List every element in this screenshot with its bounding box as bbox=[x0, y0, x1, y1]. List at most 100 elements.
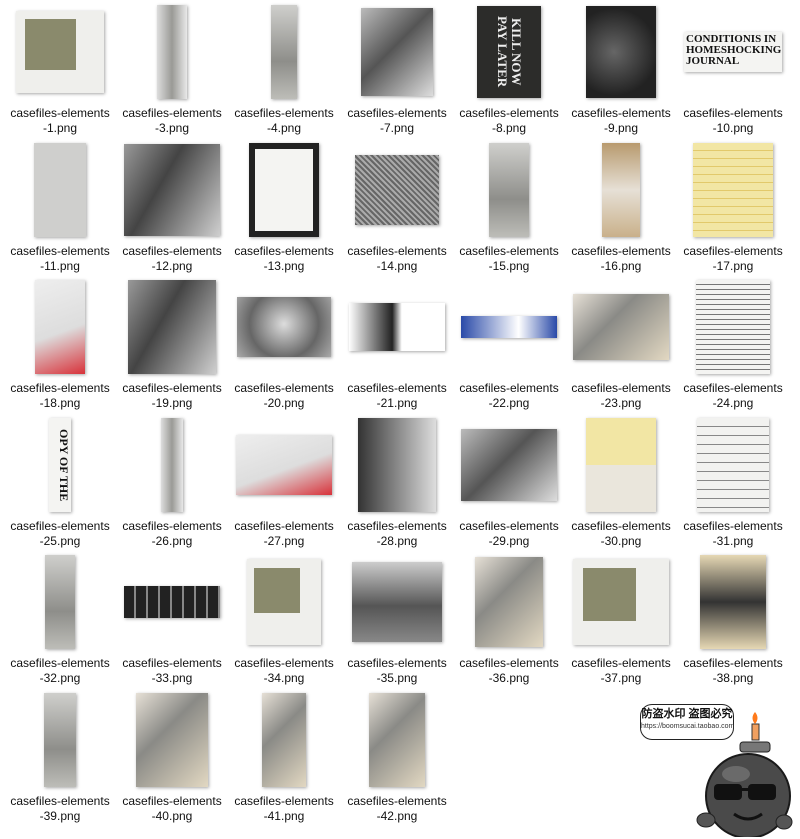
file-name-base: casefiles-elements bbox=[10, 794, 110, 808]
file-item[interactable]: casefiles-elements-33.png bbox=[116, 552, 228, 689]
file-item[interactable]: casefiles-elements-29.png bbox=[453, 415, 565, 552]
file-name-base: casefiles-elements bbox=[234, 381, 334, 395]
image-thumbnail bbox=[124, 586, 220, 618]
file-name-base: casefiles-elements bbox=[347, 244, 447, 258]
file-item[interactable]: casefiles-elements-13.png bbox=[228, 140, 340, 277]
file-item[interactable]: casefiles-elements-37.png bbox=[565, 552, 677, 689]
file-name-suffix: -33.png bbox=[151, 671, 193, 685]
file-item[interactable]: casefiles-elements-7.png bbox=[341, 2, 453, 139]
file-name-suffix: -37.png bbox=[600, 671, 642, 685]
file-name-base: casefiles-elements bbox=[122, 381, 222, 395]
file-name: casefiles-elements-7.png bbox=[341, 106, 453, 136]
file-name: casefiles-elements-32.png bbox=[4, 656, 116, 686]
file-item[interactable]: casefiles-elements-35.png bbox=[341, 552, 453, 689]
image-thumbnail bbox=[697, 418, 769, 512]
file-name-base: casefiles-elements bbox=[347, 106, 447, 120]
thumbnail-area bbox=[4, 140, 116, 240]
image-thumbnail bbox=[237, 297, 331, 357]
file-item[interactable]: casefiles-elements-38.png bbox=[677, 552, 789, 689]
file-item[interactable]: casefiles-elements-32.png bbox=[4, 552, 116, 689]
thumbnail-area bbox=[565, 140, 677, 240]
image-thumbnail bbox=[16, 11, 104, 93]
thumbnail-area bbox=[341, 552, 453, 652]
file-item[interactable]: casefiles-elements-30.png bbox=[565, 415, 677, 552]
file-item[interactable]: casefiles-elements-24.png bbox=[677, 277, 789, 414]
thumbnail-area bbox=[453, 552, 565, 652]
image-thumbnail bbox=[161, 418, 183, 512]
file-item[interactable]: casefiles-elements-17.png bbox=[677, 140, 789, 277]
file-name-suffix: -29.png bbox=[488, 534, 530, 548]
file-name-base: casefiles-elements bbox=[10, 244, 110, 258]
file-name-base: casefiles-elements bbox=[683, 244, 783, 258]
file-item[interactable]: casefiles-elements-1.png bbox=[4, 2, 116, 139]
thumbnail-area bbox=[341, 277, 453, 377]
file-name-base: casefiles-elements bbox=[234, 794, 334, 808]
file-item[interactable]: casefiles-elements-20.png bbox=[228, 277, 340, 414]
file-name: casefiles-elements-28.png bbox=[341, 519, 453, 549]
file-item[interactable]: casefiles-elements-12.png bbox=[116, 140, 228, 277]
file-item[interactable]: casefiles-elements-27.png bbox=[228, 415, 340, 552]
file-name-suffix: -16.png bbox=[600, 259, 642, 273]
file-item[interactable]: casefiles-elements-40.png bbox=[116, 690, 228, 827]
image-thumbnail bbox=[586, 418, 656, 512]
image-thumbnail bbox=[461, 316, 557, 338]
file-item[interactable]: casefiles-elements-41.png bbox=[228, 690, 340, 827]
file-name-suffix: -38.png bbox=[712, 671, 754, 685]
thumbnail-area bbox=[565, 552, 677, 652]
thumbnail-area bbox=[677, 277, 789, 377]
polaroid-photo bbox=[254, 567, 301, 614]
file-item[interactable]: casefiles-elements-26.png bbox=[116, 415, 228, 552]
file-item[interactable]: casefiles-elements-11.png bbox=[4, 140, 116, 277]
file-name-base: casefiles-elements bbox=[122, 794, 222, 808]
file-item[interactable]: casefiles-elements-39.png bbox=[4, 690, 116, 827]
file-name: casefiles-elements-40.png bbox=[116, 794, 228, 824]
file-name: casefiles-elements-9.png bbox=[565, 106, 677, 136]
file-name-base: casefiles-elements bbox=[122, 656, 222, 670]
image-thumbnail bbox=[352, 562, 442, 642]
file-item[interactable]: casefiles-elements-15.png bbox=[453, 140, 565, 277]
file-item[interactable]: casefiles-elements-4.png bbox=[228, 2, 340, 139]
thumbnail-area: KILL NOW PAY LATER bbox=[453, 2, 565, 102]
watermark-bubble: 防盗水印 盗图必究 https://boomsucai.taobao.com bbox=[640, 704, 734, 740]
file-name-base: casefiles-elements bbox=[347, 794, 447, 808]
image-thumbnail bbox=[157, 5, 187, 99]
file-item[interactable]: casefiles-elements-34.png bbox=[228, 552, 340, 689]
thumbnail-area bbox=[116, 2, 228, 102]
image-thumbnail bbox=[693, 143, 773, 237]
file-item[interactable]: casefiles-elements-9.png bbox=[565, 2, 677, 139]
file-name-suffix: -17.png bbox=[712, 259, 754, 273]
file-item[interactable]: casefiles-elements-19.png bbox=[116, 277, 228, 414]
file-name-suffix: -41.png bbox=[263, 809, 305, 823]
file-item[interactable]: casefiles-elements-21.png bbox=[341, 277, 453, 414]
file-name: casefiles-elements-27.png bbox=[228, 519, 340, 549]
file-item[interactable]: casefiles-elements-22.png bbox=[453, 277, 565, 414]
image-thumbnail bbox=[573, 294, 669, 360]
file-item[interactable]: casefiles-elements-23.png bbox=[565, 277, 677, 414]
thumbnail-area bbox=[453, 277, 565, 377]
file-name-base: casefiles-elements bbox=[683, 656, 783, 670]
file-name-suffix: -34.png bbox=[263, 671, 305, 685]
file-name-suffix: -39.png bbox=[39, 809, 81, 823]
thumbnail-area bbox=[4, 277, 116, 377]
file-name: casefiles-elements-18.png bbox=[4, 381, 116, 411]
file-item[interactable]: casefiles-elements-36.png bbox=[453, 552, 565, 689]
image-thumbnail bbox=[586, 6, 656, 98]
file-item[interactable]: casefiles-elements-42.png bbox=[341, 690, 453, 827]
image-thumbnail bbox=[136, 693, 208, 787]
file-name: casefiles-elements-23.png bbox=[565, 381, 677, 411]
file-item[interactable]: casefiles-elements-28.png bbox=[341, 415, 453, 552]
file-item[interactable]: casefiles-elements-16.png bbox=[565, 140, 677, 277]
thumbnail-area bbox=[677, 140, 789, 240]
thumbnail-area bbox=[677, 552, 789, 652]
file-name-base: casefiles-elements bbox=[234, 106, 334, 120]
file-item[interactable]: casefiles-elements-3.png bbox=[116, 2, 228, 139]
file-name-base: casefiles-elements bbox=[571, 656, 671, 670]
image-thumbnail bbox=[128, 280, 216, 374]
file-item[interactable]: casefiles-elements-31.png bbox=[677, 415, 789, 552]
file-item[interactable]: casefiles-elements-14.png bbox=[341, 140, 453, 277]
file-name-base: casefiles-elements bbox=[571, 381, 671, 395]
file-item[interactable]: casefiles-elements-18.png bbox=[4, 277, 116, 414]
